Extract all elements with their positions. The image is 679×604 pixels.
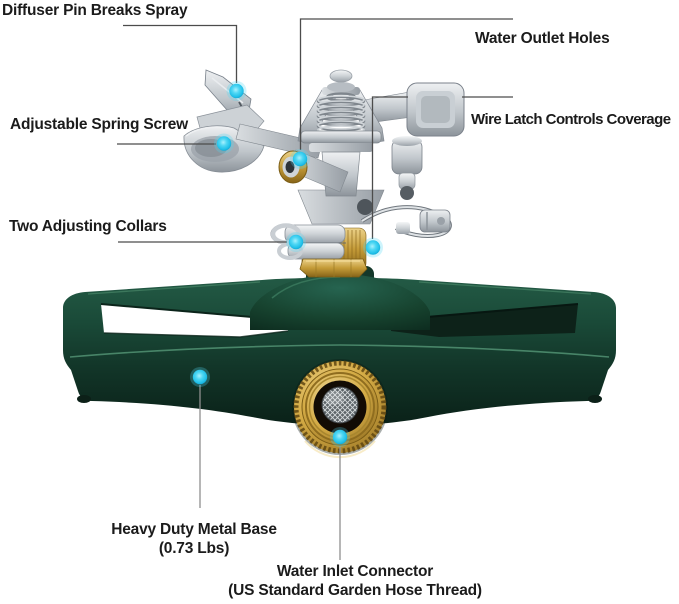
annotation-label-spring-screw: Adjustable Spring Screw <box>10 116 188 133</box>
base-right-foot <box>588 395 602 403</box>
marker-collars <box>286 232 306 252</box>
paddle-face <box>421 96 450 123</box>
latch-clevis <box>396 222 410 234</box>
marker-wire-latch <box>363 237 383 258</box>
inlet-filter-mesh <box>321 386 359 424</box>
leader-wire-latch <box>371 96 513 239</box>
wire-latch-assembly <box>360 205 452 239</box>
adjusting-collars-assembly <box>270 223 368 278</box>
annotation-label-collars: Two Adjusting Collars <box>9 218 167 235</box>
base-front-ridge-highlight <box>69 344 610 358</box>
water-inlet-connector <box>292 359 388 459</box>
nozzle-outlet-hole <box>285 161 295 173</box>
marker-spring-screw <box>214 133 234 154</box>
spring-base-flange <box>300 130 382 144</box>
spring-base-flange-2 <box>309 143 373 152</box>
hex-facets <box>315 259 352 277</box>
water-inlet-label-line2: (US Standard Garden Hose Thread) <box>228 582 482 599</box>
sprinkler-head <box>183 69 465 239</box>
blade-highlight <box>211 77 244 104</box>
metal-base-label-line1: Heavy Duty Metal Base <box>111 521 277 538</box>
marker-metal-base <box>190 367 210 387</box>
top-cap-screw <box>329 69 353 83</box>
water-inlet-label-line1: Water Inlet Connector <box>276 563 434 580</box>
spring <box>316 92 366 135</box>
base-left-foot <box>77 395 91 403</box>
latch-block <box>419 209 451 233</box>
leader-lines <box>117 18 513 560</box>
marker-diffuser-pin <box>226 81 247 101</box>
latch-rivet <box>437 217 445 225</box>
marker-water-inlet <box>330 427 350 447</box>
swivel-cap <box>392 136 422 146</box>
annotation-label-water-inlet: Water Inlet Connector (US Standard Garde… <box>217 562 493 600</box>
annotation-label-metal-base: Heavy Duty Metal Base (0.73 Lbs) <box>74 520 314 558</box>
marker-dots <box>190 81 383 447</box>
base-left-opening-lower-edge <box>103 330 289 338</box>
base-right-arm-opening <box>391 304 578 337</box>
base-right-arm-highlight <box>418 281 592 295</box>
annotation-label-wire-latch: Wire Latch Controls Coverage <box>471 111 671 128</box>
cap-flange <box>327 82 355 92</box>
metal-base-body <box>63 277 616 425</box>
hub-dome <box>250 274 430 330</box>
mesh-highlight <box>324 391 344 405</box>
pivot-joint <box>357 199 373 215</box>
spoon-rim-highlight <box>185 126 233 137</box>
marker-water-outlet <box>290 149 310 169</box>
annotation-label-water-outlet: Water Outlet Holes <box>475 30 610 47</box>
swivel-washer <box>400 186 414 200</box>
base-left-arm-opening <box>101 304 288 337</box>
leader-diffuser-pin <box>123 24 238 83</box>
leader-water-outlet <box>299 18 513 150</box>
annotation-label-diffuser-pin: Diffuser Pin Breaks Spray <box>2 2 188 19</box>
metal-base-label-line2: (0.73 Lbs) <box>158 540 230 557</box>
base-left-arm-highlight <box>87 281 261 295</box>
